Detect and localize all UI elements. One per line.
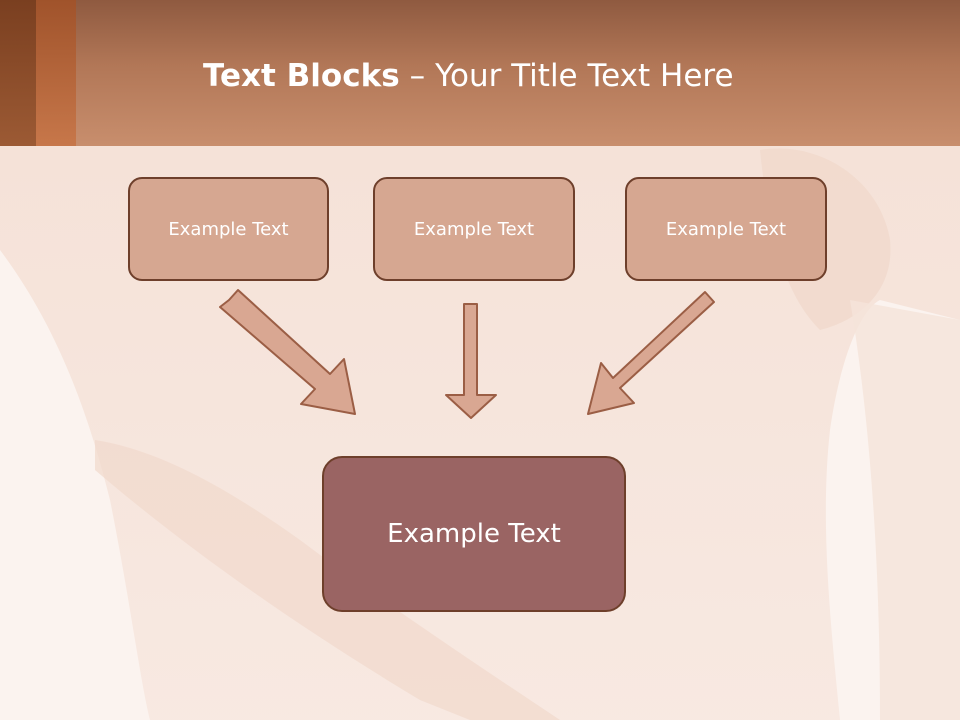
text-block-left-label: Example Text [168, 218, 289, 240]
text-block-middle[interactable]: Example Text [373, 177, 575, 281]
text-block-right[interactable]: Example Text [625, 177, 827, 281]
title-separator: – [409, 58, 426, 94]
header-stripe [0, 0, 36, 146]
text-block-left[interactable]: Example Text [128, 177, 329, 281]
slide-title[interactable]: Text Blocks–Your Title Text Here [203, 52, 734, 102]
text-block-right-label: Example Text [665, 218, 787, 240]
text-block-result[interactable]: Example Text [322, 456, 626, 612]
title-bold: Text Blocks [203, 58, 400, 94]
title-bar: Text Blocks–Your Title Text Here [0, 0, 960, 146]
header-accent-stripe [36, 0, 76, 146]
title-regular: Your Title Text Here [435, 58, 734, 94]
text-block-result-label: Example Text [387, 519, 561, 549]
text-block-middle-label: Example Text [413, 218, 535, 240]
